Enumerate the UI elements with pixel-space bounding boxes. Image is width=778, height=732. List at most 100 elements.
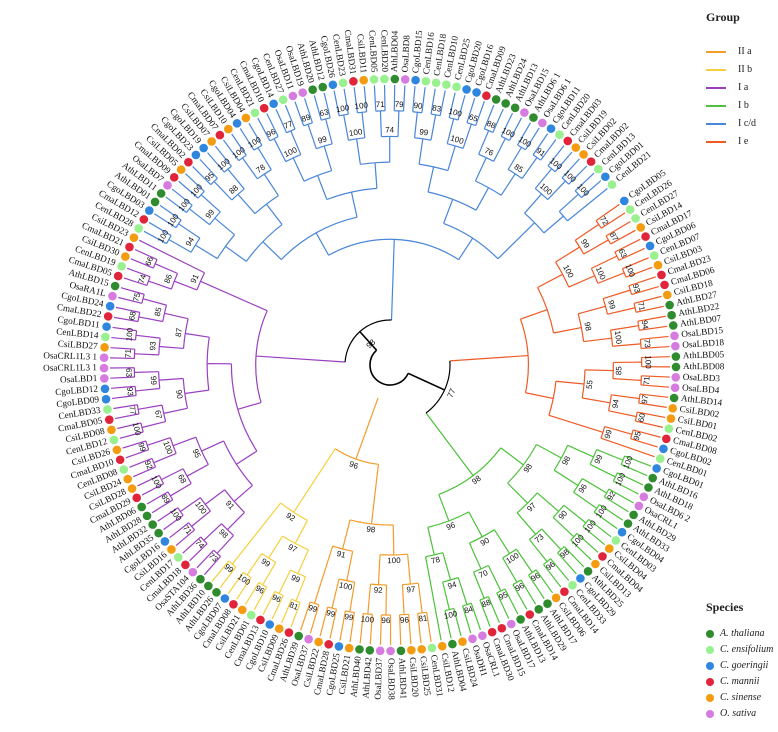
branch: [640, 384, 670, 388]
branch: [630, 438, 658, 448]
bootstrap-value: 99: [593, 453, 605, 465]
branch: [557, 552, 577, 575]
branch: [610, 229, 636, 245]
branch: [483, 104, 495, 130]
branch: [214, 145, 232, 167]
branch: [329, 609, 338, 639]
species-dot: [396, 646, 406, 656]
branch: [349, 582, 356, 612]
branch-arc: [188, 522, 196, 531]
branch: [123, 277, 148, 287]
branch: [597, 272, 625, 284]
bootstrap-value: 98: [366, 525, 376, 535]
species-dot: [139, 215, 149, 224]
bootstrap-value: 95: [191, 447, 203, 459]
bootstrap-value: 100: [161, 440, 174, 456]
branch-arc: [638, 393, 641, 404]
branch-arc: [221, 523, 234, 536]
species-dot: [431, 78, 441, 88]
branch: [293, 448, 336, 513]
tree-branches: [110, 85, 670, 646]
species-dot: [156, 189, 166, 198]
branch: [383, 85, 386, 111]
branch: [392, 524, 395, 555]
branch-arc: [442, 577, 459, 583]
bootstrap-value: 96: [271, 593, 283, 605]
branch: [599, 504, 624, 521]
branch: [521, 157, 538, 179]
bootstrap-value: 79: [395, 100, 405, 109]
branch-arc: [444, 607, 454, 612]
branch: [457, 95, 466, 121]
bootstrap-value: 96: [381, 616, 391, 625]
species-dot: [173, 552, 183, 562]
branch-arc: [363, 612, 373, 615]
species-dot: [212, 588, 221, 597]
branch: [584, 369, 614, 372]
species-dot: [670, 383, 680, 392]
bootstrap-value: 92: [373, 586, 383, 595]
branch-arc: [610, 330, 614, 347]
branch: [581, 180, 602, 199]
species-dot: [110, 281, 120, 291]
bootstrap-value: 96: [400, 615, 410, 625]
species-dot: [560, 587, 569, 596]
branch: [413, 112, 418, 138]
branch: [553, 326, 582, 334]
branch: [620, 463, 648, 477]
species-dot: [670, 331, 679, 341]
species-dot: [417, 644, 426, 654]
species-label: C. sinense: [720, 692, 762, 703]
branch: [535, 569, 554, 594]
branch: [591, 255, 618, 269]
branch: [520, 309, 548, 320]
branch: [313, 545, 334, 604]
branch: [625, 266, 653, 278]
group-swatch: [706, 87, 726, 89]
branch: [516, 512, 537, 535]
bootstrap-value: 100: [354, 101, 369, 111]
branch-arc: [190, 237, 201, 253]
leaf-label: OsaLBD37: [373, 657, 384, 700]
species-dot: [103, 405, 112, 414]
branch: [430, 88, 436, 115]
leaf-labels: CgoLBD05CenLBD26CenLBD27CsiLBD14CmaLBD17…: [43, 29, 725, 700]
leaf-label: CenLBD14: [56, 326, 100, 340]
branch: [425, 556, 442, 641]
branch: [118, 296, 142, 304]
branch: [271, 595, 284, 620]
branch: [237, 401, 262, 410]
branch: [367, 584, 372, 615]
species-dot: [671, 362, 681, 372]
bootstrap-value: 71: [123, 348, 132, 358]
species-dot: [119, 465, 129, 474]
branch: [443, 199, 454, 224]
species-dot: [671, 373, 681, 382]
species-dot: [534, 604, 544, 614]
branch: [607, 307, 636, 315]
branch-arc: [466, 122, 476, 127]
branch: [500, 447, 524, 466]
branch-arc: [462, 602, 472, 607]
bootstrap-value: 77: [127, 405, 138, 416]
branch-arc: [534, 188, 549, 201]
bootstrap-value: 88: [480, 598, 492, 610]
branch: [130, 258, 154, 269]
branch: [633, 295, 662, 304]
branch: [473, 571, 485, 599]
branch: [537, 273, 563, 289]
bootstrap-value: 84: [463, 604, 475, 615]
branch: [631, 285, 659, 296]
branch-arc: [334, 448, 379, 465]
species-dot: [100, 374, 109, 383]
leaf-label: OsaCRL1L3 1: [43, 362, 97, 373]
branch: [453, 608, 462, 637]
branch: [157, 507, 179, 522]
bootstrap-value: 94: [447, 580, 459, 591]
bootstrap-value: 99: [606, 299, 617, 310]
bootstrap-value: 99: [325, 608, 336, 619]
branch-arc: [414, 137, 432, 141]
species-label: O. sativa: [720, 708, 757, 719]
branch-arc: [321, 117, 331, 121]
branch: [159, 204, 182, 221]
